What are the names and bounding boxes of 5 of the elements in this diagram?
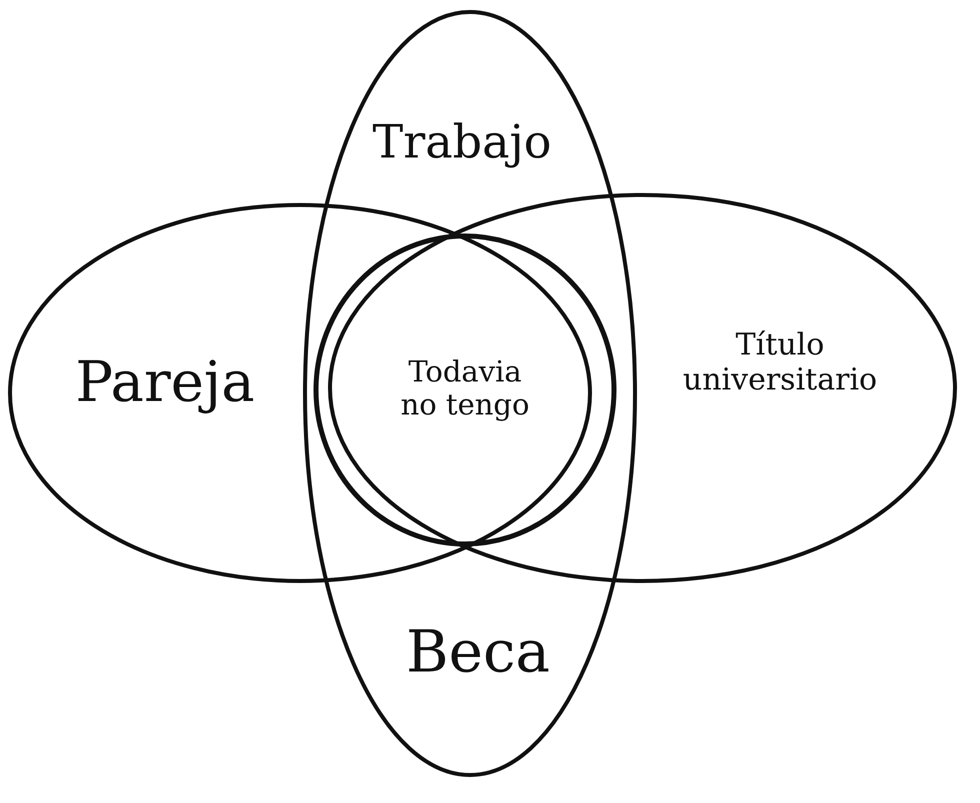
set-label: Título universitario (682, 328, 878, 398)
set-label: Beca (406, 618, 550, 686)
set-label: Trabajo (372, 116, 552, 168)
set-label: Pareja (75, 350, 255, 416)
set-label: Todavia no tengo (400, 356, 530, 422)
